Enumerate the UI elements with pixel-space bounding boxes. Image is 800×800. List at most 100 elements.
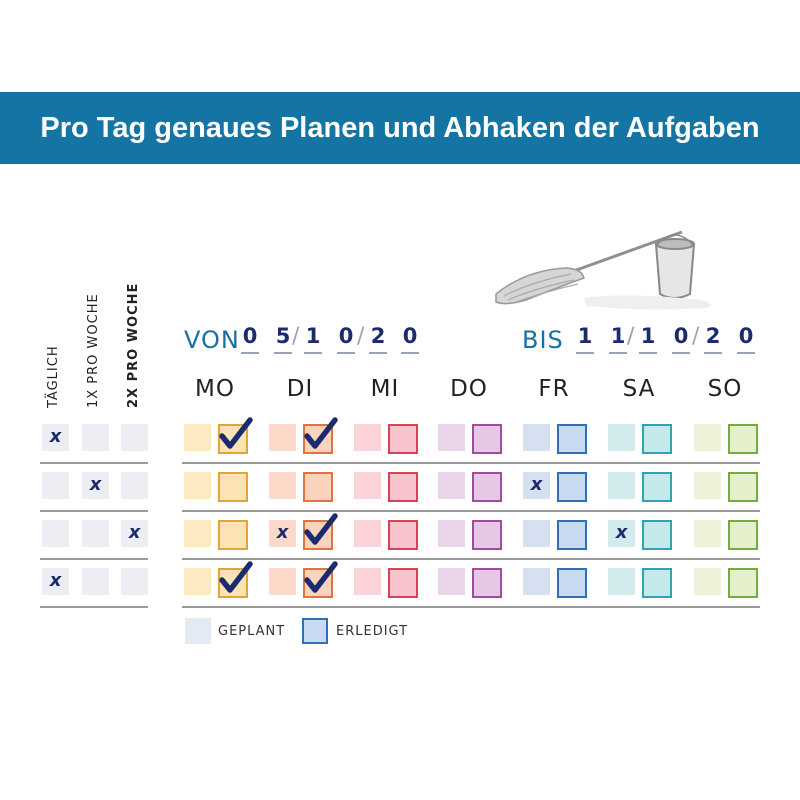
done-box[interactable] <box>472 568 502 598</box>
row-divider <box>182 558 760 560</box>
frequency-checkbox[interactable] <box>121 520 148 547</box>
freq-header-weekly: 1X PRO WOCHE <box>86 293 101 408</box>
planned-box[interactable] <box>438 568 465 595</box>
planned-box[interactable] <box>184 424 211 451</box>
planned-box[interactable] <box>694 424 721 451</box>
bis-digit: 1 <box>577 324 593 348</box>
planned-box[interactable] <box>354 520 381 547</box>
done-box[interactable] <box>557 424 587 454</box>
done-box[interactable] <box>728 424 758 454</box>
planned-box[interactable] <box>523 472 550 499</box>
legend-done-label: ERLEDIGT <box>336 624 409 639</box>
x-mark: x <box>276 522 289 543</box>
von-digit-underline <box>274 352 292 354</box>
bis-digit: 0 <box>738 324 754 348</box>
von-digit: 0 <box>242 324 258 348</box>
x-mark: x <box>530 474 543 495</box>
planned-box[interactable] <box>269 520 296 547</box>
planned-box[interactable] <box>354 472 381 499</box>
bis-digit-underline <box>672 352 690 354</box>
day-header-mi: MI <box>370 376 400 402</box>
done-box[interactable] <box>642 472 672 502</box>
done-box[interactable] <box>728 568 758 598</box>
x-mark: x <box>615 522 628 543</box>
done-box[interactable] <box>472 424 502 454</box>
frequency-checkbox[interactable] <box>82 472 109 499</box>
planned-box[interactable] <box>184 520 211 547</box>
frequency-checkbox[interactable] <box>121 472 148 499</box>
von-digit-underline <box>304 352 322 354</box>
done-box[interactable] <box>388 520 418 550</box>
planned-box[interactable] <box>694 472 721 499</box>
done-box[interactable] <box>728 520 758 550</box>
planned-box[interactable] <box>608 424 635 451</box>
done-box[interactable] <box>472 472 502 502</box>
done-box[interactable] <box>303 472 333 502</box>
bis-digit: 1 <box>610 324 626 348</box>
frequency-checkbox[interactable] <box>82 568 109 595</box>
done-box[interactable] <box>728 472 758 502</box>
done-box[interactable] <box>642 568 672 598</box>
done-box[interactable] <box>557 520 587 550</box>
frequency-checkbox[interactable] <box>42 568 69 595</box>
planned-box[interactable] <box>354 568 381 595</box>
frequency-checkbox[interactable] <box>121 424 148 451</box>
banner-title: Pro Tag genaues Planen und Abhaken der A… <box>0 92 800 164</box>
von-digit: 1 <box>305 324 321 348</box>
legend-planned-label: GEPLANT <box>218 624 286 639</box>
planned-box[interactable] <box>694 520 721 547</box>
done-box[interactable] <box>472 520 502 550</box>
planned-box[interactable] <box>608 568 635 595</box>
planned-box[interactable] <box>523 424 550 451</box>
done-box[interactable] <box>218 472 248 502</box>
bis-digit: 1 <box>640 324 656 348</box>
bis-digit-underline <box>576 352 594 354</box>
frequency-checkbox[interactable] <box>121 568 148 595</box>
done-box[interactable] <box>388 472 418 502</box>
von-digit-underline <box>369 352 387 354</box>
row-divider <box>40 606 148 608</box>
x-mark: x <box>89 474 102 495</box>
von-digit-underline <box>241 352 259 354</box>
frequency-checkbox[interactable] <box>42 472 69 499</box>
planned-box[interactable] <box>269 472 296 499</box>
done-box[interactable] <box>642 424 672 454</box>
day-header-do: DO <box>450 376 488 402</box>
von-digit: 0 <box>338 324 354 348</box>
frequency-checkbox[interactable] <box>42 520 69 547</box>
done-box[interactable] <box>388 424 418 454</box>
planned-box[interactable] <box>608 520 635 547</box>
checkmark-icon <box>219 561 253 593</box>
day-header-so: SO <box>707 376 743 402</box>
planned-box[interactable] <box>438 424 465 451</box>
done-box[interactable] <box>557 568 587 598</box>
planned-box[interactable] <box>184 472 211 499</box>
day-header-sa: SA <box>622 376 656 402</box>
done-box[interactable] <box>388 568 418 598</box>
planned-box[interactable] <box>269 424 296 451</box>
von-digit-underline <box>401 352 419 354</box>
done-box[interactable] <box>218 520 248 550</box>
done-box[interactable] <box>557 472 587 502</box>
planned-box[interactable] <box>269 568 296 595</box>
planned-box[interactable] <box>438 472 465 499</box>
planned-box[interactable] <box>438 520 465 547</box>
bis-slash: / <box>627 324 635 349</box>
frequency-checkbox[interactable] <box>42 424 69 451</box>
planned-box[interactable] <box>523 520 550 547</box>
done-box[interactable] <box>642 520 672 550</box>
legend-done-swatch <box>302 618 328 644</box>
bis-digit-underline <box>737 352 755 354</box>
planned-box[interactable] <box>608 472 635 499</box>
planned-box[interactable] <box>523 568 550 595</box>
planned-box[interactable] <box>694 568 721 595</box>
bis-slash: / <box>692 324 700 349</box>
von-slash: / <box>292 324 300 349</box>
frequency-checkbox[interactable] <box>82 424 109 451</box>
frequency-checkbox[interactable] <box>82 520 109 547</box>
bis-digit: 2 <box>705 324 721 348</box>
row-divider <box>40 558 148 560</box>
legend-planned-swatch <box>185 618 211 644</box>
planned-box[interactable] <box>354 424 381 451</box>
planned-box[interactable] <box>184 568 211 595</box>
